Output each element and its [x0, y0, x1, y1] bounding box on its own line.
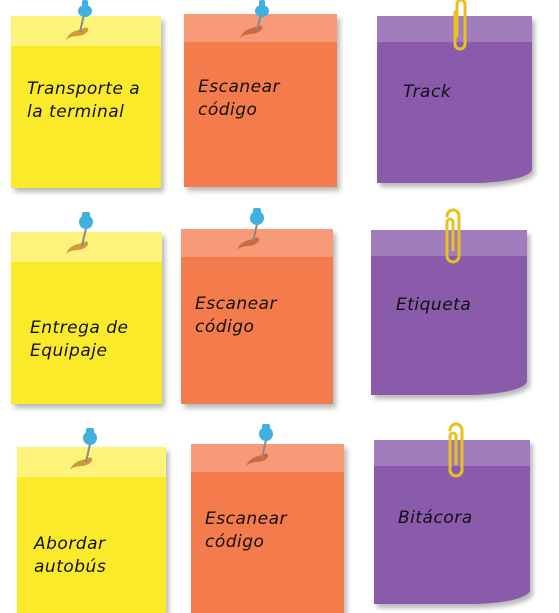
note-adhesive-band: [374, 440, 530, 466]
sticky-note-escanear-codigo: Escanear código: [184, 14, 337, 187]
note-label: Etiqueta: [396, 295, 472, 315]
pushpin-icon: [246, 424, 273, 466]
note-label: Transporte a la terminal: [27, 79, 141, 122]
note-label: Track: [403, 82, 452, 102]
sticky-note-entrega-equipaje: Entrega de Equipaje: [11, 232, 162, 404]
note-label: Abordar autobús: [34, 534, 107, 577]
paperclip-icon: [445, 208, 461, 264]
paperclip-icon: [453, 0, 467, 51]
sticky-note-escanear-codigo: Escanear código: [191, 444, 344, 613]
sticky-note-bitacora: Bitácora: [374, 440, 530, 604]
note-adhesive-band: [191, 444, 344, 472]
note-label: Entrega de Equipaje: [30, 318, 129, 361]
note-label: Bitácora: [398, 508, 473, 528]
sticky-note-abordar-autobus: Abordar autobús: [17, 447, 166, 613]
pushpin-icon: [70, 428, 97, 470]
sticky-note-etiqueta: Etiqueta: [371, 230, 527, 395]
pushpin-icon: [237, 208, 264, 250]
paperclip-icon: [448, 422, 464, 478]
pushpin-icon: [66, 212, 93, 254]
note-adhesive-band: [11, 232, 162, 262]
note-adhesive-band: [17, 447, 166, 477]
note-label: Escanear código: [198, 77, 281, 120]
sticky-note-escanear-codigo: Escanear código: [181, 229, 333, 404]
sticky-note-transporte-terminal: Transporte a la terminal: [11, 16, 161, 188]
pushpin-icon: [240, 0, 269, 38]
note-label: Escanear código: [195, 294, 278, 337]
pushpin-icon: [66, 0, 92, 40]
note-adhesive-band: [371, 230, 527, 256]
note-label: Escanear código: [205, 509, 288, 552]
